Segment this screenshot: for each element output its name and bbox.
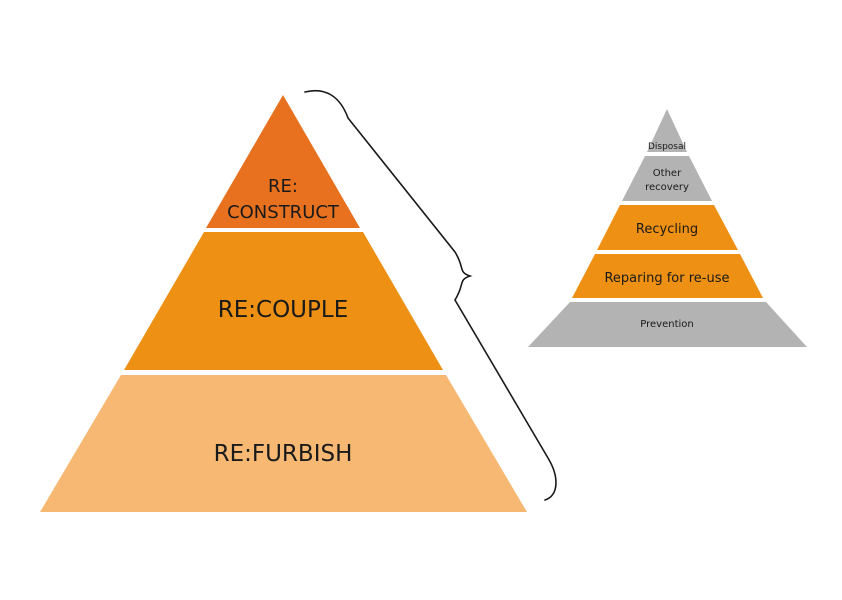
level-disposal [647,109,687,152]
main-pyramid: RE: CONSTRUCT RE:COUPLE RE:FURBISH [40,95,527,512]
other-recovery-label-line1: Other [653,168,682,179]
level-recouple [124,232,443,370]
recouple-label: RE:COUPLE [218,297,348,323]
level-prevention [528,302,807,347]
waste-hierarchy-pyramid: Disposal Other recovery Recycling Repari… [528,109,807,347]
level-reparing [572,254,763,298]
reconstruct-label-line1: RE: [268,176,298,197]
disposal-label: Disposal [648,142,686,152]
recycling-label: Recycling [636,222,698,237]
level-other-recovery [622,156,712,201]
other-recovery-label-line2: recovery [645,182,689,193]
refurbish-label: RE:FURBISH [214,441,353,467]
curly-brace [304,89,557,501]
level-reconstruct [206,95,360,228]
level-recycling [597,205,738,250]
level-refurbish [40,375,527,512]
reparing-label: Reparing for re-use [604,271,729,286]
reconstruct-label-line2: CONSTRUCT [227,202,340,223]
prevention-label: Prevention [640,319,693,330]
